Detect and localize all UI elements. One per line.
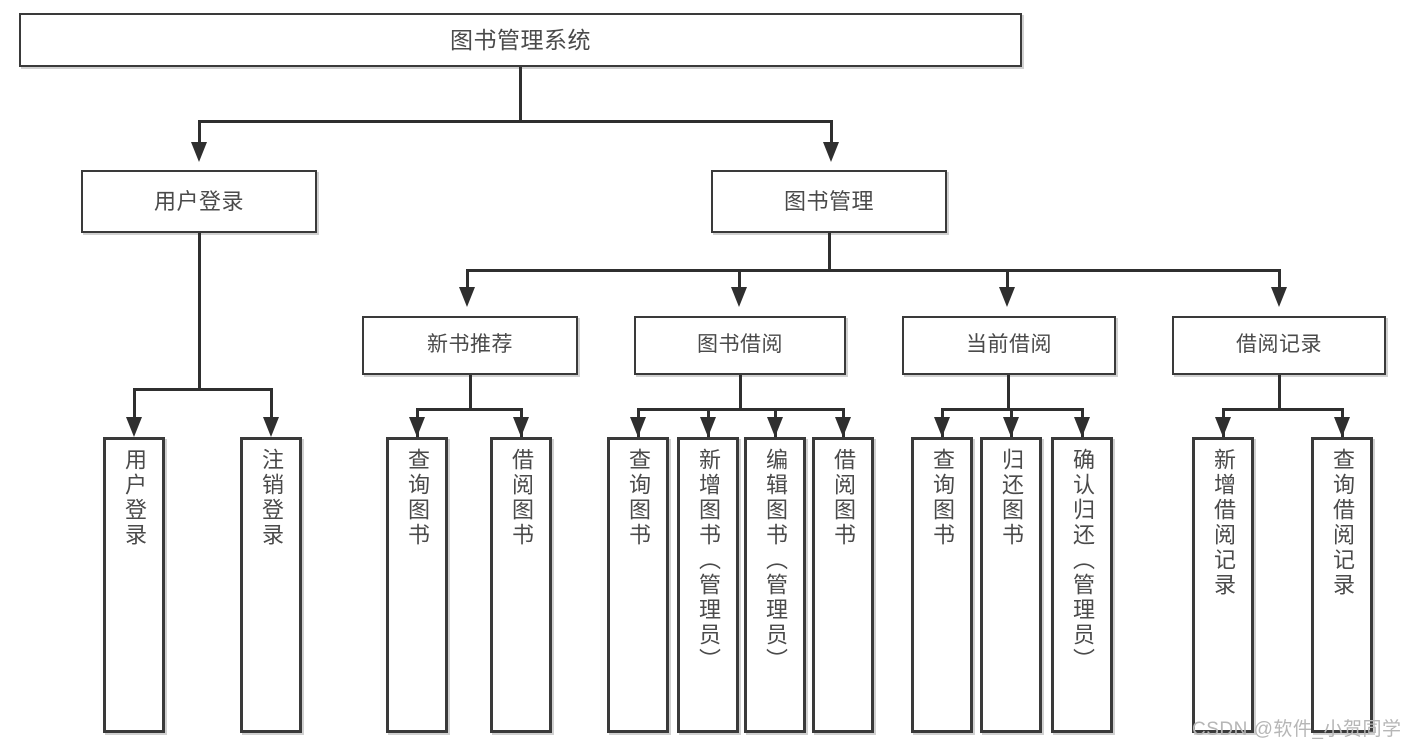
leaf-label: 借阅图书 bbox=[831, 448, 856, 548]
leaf-label: 确认归还（管理员） bbox=[1070, 448, 1095, 673]
node-user-login[interactable]: 用户登录 bbox=[81, 170, 317, 233]
arrow-to-leaf-nb-1 bbox=[409, 417, 425, 437]
connector-current-borrow-stem bbox=[1007, 375, 1010, 408]
connector-book-borrow-stem bbox=[739, 375, 742, 408]
node-label: 图书管理 bbox=[783, 188, 874, 214]
leaf-query-book-bb[interactable]: 查询图书 bbox=[607, 437, 669, 733]
arrow-to-new-book bbox=[459, 287, 475, 307]
connector-user-login-drop-1 bbox=[133, 388, 136, 417]
leaf-add-book-admin[interactable]: 新增图书（管理员） bbox=[677, 437, 739, 733]
node-label: 当前借阅 bbox=[966, 333, 1052, 357]
connector-user-login-stem bbox=[198, 233, 201, 388]
leaf-query-borrow-record[interactable]: 查询借阅记录 bbox=[1311, 437, 1373, 733]
arrow-to-leaf-bb-3 bbox=[767, 417, 783, 437]
leaf-edit-book-admin[interactable]: 编辑图书（管理员） bbox=[744, 437, 806, 733]
connector-book-mgmt-drop-3 bbox=[1006, 269, 1009, 287]
leaf-label: 借阅图书 bbox=[509, 448, 534, 548]
connector-borrow-record-bus bbox=[1222, 408, 1343, 411]
connector-user-login-bus bbox=[133, 388, 272, 391]
arrow-to-leaf-cb-1 bbox=[934, 417, 950, 437]
leaf-query-book-nb[interactable]: 查询图书 bbox=[386, 437, 448, 733]
arrow-to-leaf-user-login bbox=[126, 417, 142, 437]
connector-book-mgmt-stem bbox=[828, 233, 831, 269]
leaf-label: 查询图书 bbox=[405, 448, 430, 548]
connector-book-borrow-bus bbox=[637, 408, 844, 411]
connector-book-mgmt-drop-4 bbox=[1278, 269, 1281, 287]
leaf-confirm-return-admin[interactable]: 确认归还（管理员） bbox=[1051, 437, 1113, 733]
leaf-query-book-cb[interactable]: 查询图书 bbox=[911, 437, 973, 733]
arrow-to-leaf-br-2 bbox=[1334, 417, 1350, 437]
leaf-return-book[interactable]: 归还图书 bbox=[980, 437, 1042, 733]
connector-root-stem bbox=[519, 67, 522, 120]
connector-borrow-record-stem bbox=[1278, 375, 1281, 408]
leaf-borrow-book-bb[interactable]: 借阅图书 bbox=[812, 437, 874, 733]
leaf-label: 查询图书 bbox=[930, 448, 955, 548]
watermark-csdn: CSDN @软件_小贺同学 bbox=[1192, 719, 1402, 740]
connector-book-mgmt-bus bbox=[466, 269, 1280, 272]
leaf-label: 编辑图书（管理员） bbox=[763, 448, 788, 673]
node-label: 用户登录 bbox=[153, 188, 244, 214]
leaf-label: 用户登录 bbox=[122, 448, 147, 548]
arrow-to-leaf-bb-4 bbox=[835, 417, 851, 437]
leaf-label: 查询图书 bbox=[626, 448, 651, 548]
node-label: 借阅记录 bbox=[1236, 333, 1322, 357]
arrow-to-leaf-nb-2 bbox=[513, 417, 529, 437]
arrow-to-user-login bbox=[191, 142, 207, 162]
connector-new-book-bus bbox=[416, 408, 522, 411]
connector-root-drop-left bbox=[198, 120, 201, 142]
arrow-to-leaf-br-1 bbox=[1215, 417, 1231, 437]
arrow-to-leaf-bb-2 bbox=[700, 417, 716, 437]
arrow-to-leaf-cb-2 bbox=[1003, 417, 1019, 437]
arrow-to-book-borrow bbox=[731, 287, 747, 307]
node-new-book-recommend[interactable]: 新书推荐 bbox=[362, 316, 578, 375]
node-current-borrow[interactable]: 当前借阅 bbox=[902, 316, 1116, 375]
connector-root-drop-right bbox=[830, 120, 833, 142]
arrow-to-leaf-logout bbox=[263, 417, 279, 437]
arrow-to-borrow-record bbox=[1271, 287, 1287, 307]
leaf-label: 新增图书（管理员） bbox=[696, 448, 721, 673]
node-book-management[interactable]: 图书管理 bbox=[711, 170, 947, 233]
arrow-to-leaf-bb-1 bbox=[630, 417, 646, 437]
connector-book-mgmt-drop-2 bbox=[738, 269, 741, 287]
connector-book-mgmt-drop-1 bbox=[466, 269, 469, 287]
arrow-to-leaf-cb-3 bbox=[1074, 417, 1090, 437]
node-borrow-record[interactable]: 借阅记录 bbox=[1172, 316, 1386, 375]
connector-root-bus bbox=[198, 120, 832, 123]
leaf-label: 注销登录 bbox=[259, 448, 284, 548]
leaf-add-borrow-record[interactable]: 新增借阅记录 bbox=[1192, 437, 1254, 733]
connector-new-book-stem bbox=[469, 375, 472, 408]
leaf-user-login[interactable]: 用户登录 bbox=[103, 437, 165, 733]
arrow-to-current-borrow bbox=[999, 287, 1015, 307]
node-label: 图书管理系统 bbox=[450, 26, 591, 53]
leaf-logout[interactable]: 注销登录 bbox=[240, 437, 302, 733]
arrow-to-book-mgmt bbox=[823, 142, 839, 162]
leaf-label: 归还图书 bbox=[999, 448, 1024, 548]
leaf-borrow-book-nb[interactable]: 借阅图书 bbox=[490, 437, 552, 733]
connector-user-login-drop-2 bbox=[270, 388, 273, 417]
leaf-label: 查询借阅记录 bbox=[1330, 448, 1355, 598]
node-book-borrow[interactable]: 图书借阅 bbox=[634, 316, 846, 375]
node-label: 新书推荐 bbox=[427, 333, 513, 357]
leaf-label: 新增借阅记录 bbox=[1211, 448, 1236, 598]
node-root-system[interactable]: 图书管理系统 bbox=[19, 13, 1022, 67]
node-label: 图书借阅 bbox=[697, 333, 783, 357]
